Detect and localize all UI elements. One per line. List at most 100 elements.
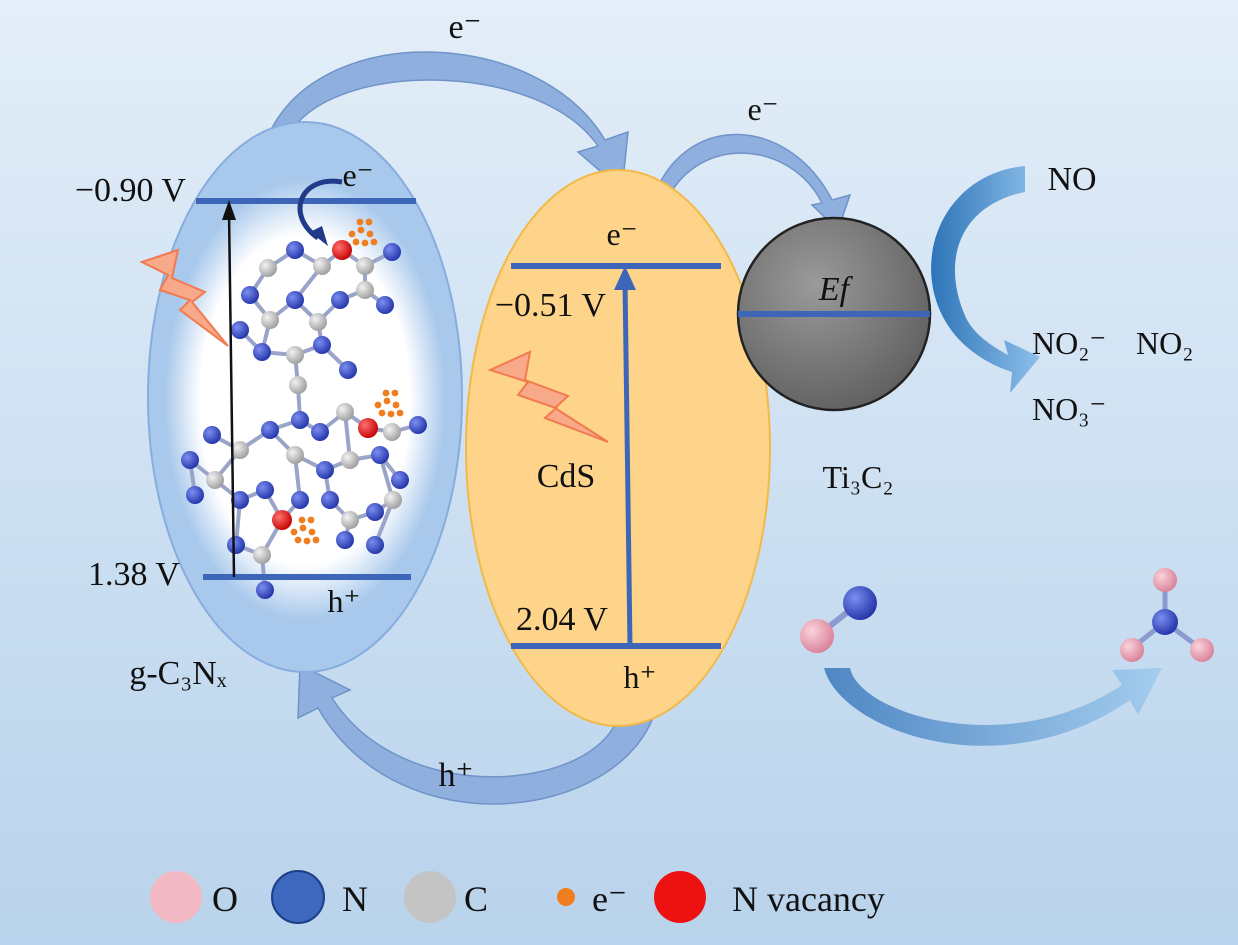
no-molecule-atom-o: [800, 619, 834, 653]
carbon-atom: [384, 491, 402, 509]
no3-atom-o: [1153, 568, 1177, 592]
label-fermi-level: Ef: [818, 271, 854, 308]
nitrogen-atom: [321, 491, 339, 509]
cds-excitation-arrowhead: [614, 266, 636, 290]
label-gcn-cb-potential: −0.90 V: [75, 172, 187, 209]
nitrogen-atom: [256, 581, 274, 599]
cds-excitation-arrow: [622, 281, 633, 647]
electron-dot: [374, 401, 382, 409]
nitrogen-atom: [286, 241, 304, 259]
electron-dot: [348, 230, 356, 238]
nitrogen-atom: [186, 486, 204, 504]
label-cds-name: CdS: [537, 458, 596, 495]
carbon-atom: [289, 376, 307, 394]
electron-dot: [370, 238, 378, 246]
label-ti3c2-name: Ti₃C₂: [823, 459, 894, 495]
no3-atom-o: [1190, 638, 1214, 662]
nitrogen-atom: [331, 291, 349, 309]
nitrogen-atom: [336, 531, 354, 549]
label-gcn-vb-potential: 1.38 V: [88, 556, 180, 593]
label-e-gcn: e⁻: [342, 157, 373, 193]
nitrogen-atom: [231, 491, 249, 509]
hole-transfer-arrow-bottom: [297, 663, 657, 805]
carbon-atom: [309, 313, 327, 331]
no-oxidation-arrow: [931, 166, 1040, 393]
nitrogen-atom: [376, 296, 394, 314]
nitrogen-atom: [286, 291, 304, 309]
carbon-atom: [286, 446, 304, 464]
legend-swatch: [557, 888, 575, 906]
electron-dot: [361, 239, 369, 247]
label-e-top: e⁻: [448, 9, 481, 46]
gcn-excitation-arrow: [227, 211, 236, 578]
label-h-bottom: h⁺: [439, 757, 474, 794]
carbon-atom: [341, 451, 359, 469]
carbon-atom: [341, 511, 359, 529]
carbon-atom: [231, 441, 249, 459]
carbon-atom: [356, 257, 374, 275]
label-h-cds: h⁺: [624, 659, 657, 695]
legend-label: C: [464, 879, 488, 919]
nitrogen-atom: [391, 471, 409, 489]
n-vacancy-atom: [332, 240, 352, 260]
nitrogen-atom: [231, 321, 249, 339]
carbon-atom: [286, 346, 304, 364]
electron-dot: [382, 389, 390, 397]
electron-dot: [303, 537, 311, 545]
electron-dot: [383, 397, 391, 405]
electron-curl-arrowhead: [310, 226, 328, 246]
electron-dot: [352, 238, 360, 246]
lightning-icon: [487, 350, 609, 443]
molecule-conversion-arrow: [824, 668, 1162, 746]
nitrogen-atom: [256, 481, 274, 499]
legend-swatch: [271, 870, 325, 924]
nitrogen-atom: [371, 446, 389, 464]
legend-label: N vacancy: [732, 879, 885, 919]
carbon-atom: [383, 423, 401, 441]
electron-dot: [298, 516, 306, 524]
carbon-atom: [336, 403, 354, 421]
legend-label: e⁻: [592, 879, 627, 919]
nitrogen-atom: [291, 491, 309, 509]
carbon-atom: [261, 311, 279, 329]
n-vacancy-atom: [272, 510, 292, 530]
no-molecule-atom-n: [843, 586, 877, 620]
electron-dot: [366, 230, 374, 238]
legend-swatch: [150, 871, 202, 923]
label-gcn-name: g-C₃Nₓ: [129, 655, 226, 692]
no3-atom-o: [1120, 638, 1144, 662]
lightning-icon: [139, 248, 229, 347]
electron-curl-arrow: [297, 178, 343, 241]
cds-ellipse: [465, 169, 771, 727]
nitrogen-atom: [313, 336, 331, 354]
nitrogen-atom: [311, 423, 329, 441]
carbon-atom: [356, 281, 374, 299]
electron-dot: [356, 218, 364, 226]
electron-dot: [290, 528, 298, 536]
nitrogen-atom: [339, 361, 357, 379]
nitrogen-atom: [203, 426, 221, 444]
nitrogen-atom: [366, 503, 384, 521]
electron-dot: [387, 410, 395, 418]
legend-swatch: [404, 871, 456, 923]
carbon-atom: [313, 257, 331, 275]
nitrogen-atom: [253, 343, 271, 361]
electron-dot: [378, 409, 386, 417]
legend-swatch: [654, 871, 706, 923]
label-cds-cb-potential: −0.51 V: [495, 287, 607, 324]
label-no: NO: [1047, 161, 1096, 198]
electron-dot: [365, 218, 373, 226]
label-h-gcn: h⁺: [328, 583, 361, 619]
nitrogen-atom: [366, 536, 384, 554]
carbon-atom: [253, 546, 271, 564]
electron-dot: [299, 524, 307, 532]
nitrogen-atom: [261, 421, 279, 439]
nitrogen-atom: [227, 536, 245, 554]
label-no2: NO₂: [1136, 325, 1193, 361]
label-no3-minus: NO₃⁻: [1032, 391, 1106, 427]
label-cds-vb-potential: 2.04 V: [516, 601, 608, 638]
nitrogen-atom: [409, 416, 427, 434]
electron-transfer-arrow-top: [270, 51, 629, 192]
